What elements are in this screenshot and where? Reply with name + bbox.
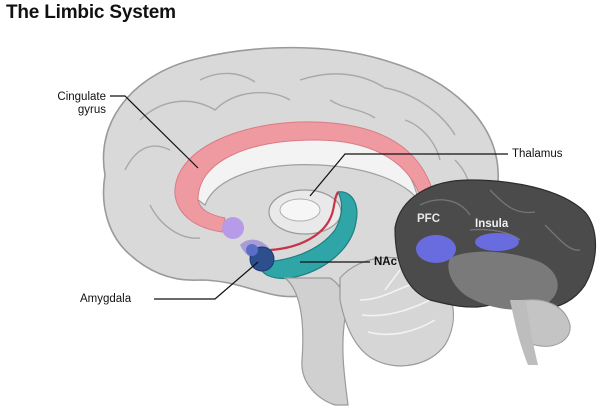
fornix-red	[269, 191, 339, 252]
page-title: The Limbic System	[6, 2, 176, 23]
lateral-gyri	[419, 189, 581, 251]
amygdala-leader	[154, 261, 259, 300]
cingulate-gyrus-label: Cingulate gyrus	[57, 91, 106, 116]
insula-shape	[475, 233, 519, 251]
thalamus-label: Thalamus	[512, 148, 563, 160]
pfc-label: PFC	[417, 213, 440, 225]
lateral-brainstem	[510, 300, 538, 365]
nac-label: NAc	[374, 256, 398, 268]
cingulate-leader	[110, 95, 199, 169]
cingulate-gyrus-shape	[174, 121, 439, 233]
nac-shape	[246, 244, 258, 256]
cerebellum-arbor	[359, 269, 436, 336]
insula-label: Insula	[475, 218, 509, 230]
leader-lines	[110, 95, 508, 300]
thalamus-leader	[309, 153, 508, 197]
septal-area-shape	[222, 217, 244, 239]
lateral-temporal	[448, 251, 558, 310]
amygdala-label: Amygdala	[80, 293, 132, 305]
gyri-texture	[124, 72, 471, 239]
thalamus-inner	[279, 198, 321, 222]
pfc-shape	[416, 235, 456, 263]
